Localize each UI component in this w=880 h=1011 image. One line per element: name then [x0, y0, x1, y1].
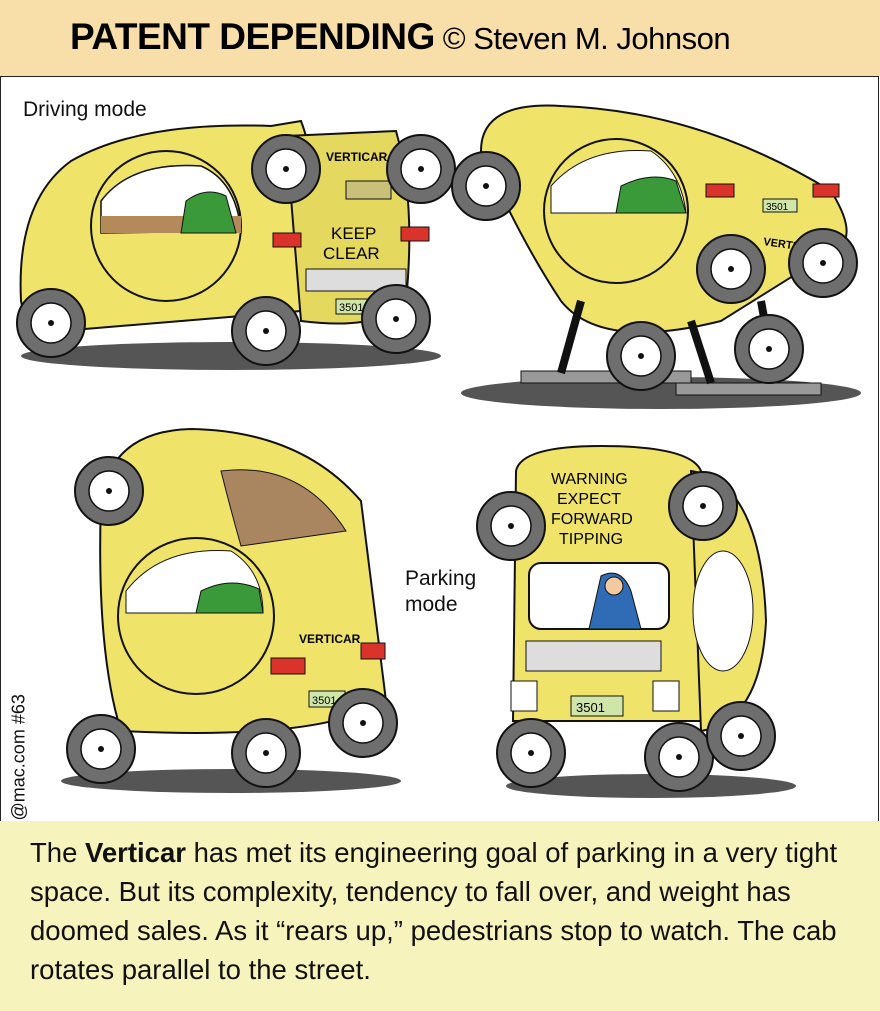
car-parking-mode: WARNING EXPECT FORWARD TIPPING 3501 — [476, 444, 796, 798]
car-brand-text-3: VERTICAR — [299, 632, 361, 646]
comic-title: PATENT DEPENDING© Steven M. Johnson — [70, 16, 731, 58]
license-plate: 3501 — [339, 302, 363, 314]
license-plate-4: 3501 — [576, 700, 605, 715]
keep-text: KEEP — [331, 224, 376, 243]
license-plate-2: 3501 — [766, 202, 789, 213]
car-driving-mode: VERTICAR KEEP CLEAR 3501 — [16, 119, 456, 370]
car-brand-text: VERTICAR — [326, 150, 388, 164]
illustration-panel: VERTICAR KEEP CLEAR 3501 VERTICAR 3501 — [0, 76, 879, 878]
svg-text:TIPPING: TIPPING — [559, 531, 623, 548]
title-text: PATENT DEPENDING — [70, 16, 435, 57]
header-band: PATENT DEPENDING© Steven M. Johnson — [0, 0, 880, 76]
clear-text: CLEAR — [323, 244, 380, 263]
product-name: Verticar — [85, 837, 186, 868]
car-rearing-up: VERTICAR 3501 — [451, 104, 861, 409]
driving-mode-label: Driving mode — [23, 98, 147, 121]
svg-text:EXPECT: EXPECT — [557, 491, 621, 508]
svg-text:FORWARD: FORWARD — [551, 511, 633, 528]
verticar-illustration: VERTICAR KEEP CLEAR 3501 VERTICAR 3501 — [16, 104, 861, 798]
caption-text: The Verticar has met its engineering goa… — [30, 837, 838, 985]
license-plate-3: 3501 — [312, 695, 336, 707]
car-rotating: VERTICAR 3501 — [61, 427, 401, 793]
credit-text: © Steven M. Johnson — [442, 21, 731, 56]
warning-sign: WARNING EXPECT FORWARD TIPPING — [551, 471, 633, 548]
svg-text:WARNING: WARNING — [551, 471, 628, 488]
caption-box: The Verticar has met its engineering goa… — [0, 821, 880, 1011]
parking-mode-label: Parking mode — [405, 567, 477, 616]
